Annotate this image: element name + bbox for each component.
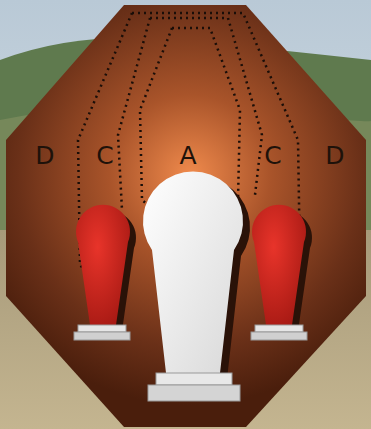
- zone-outline: [118, 18, 150, 210]
- zone-letter: C: [264, 143, 281, 168]
- zone-letter: C: [96, 143, 113, 168]
- octagon-plate: [6, 5, 366, 427]
- zone-letter: D: [325, 143, 344, 168]
- zone-outline: [150, 18, 262, 195]
- right-popper: [251, 205, 312, 340]
- center-popper: [143, 171, 250, 401]
- zone-letter: D: [35, 143, 54, 168]
- zone-letter: A: [179, 143, 196, 168]
- left-popper: [74, 205, 136, 340]
